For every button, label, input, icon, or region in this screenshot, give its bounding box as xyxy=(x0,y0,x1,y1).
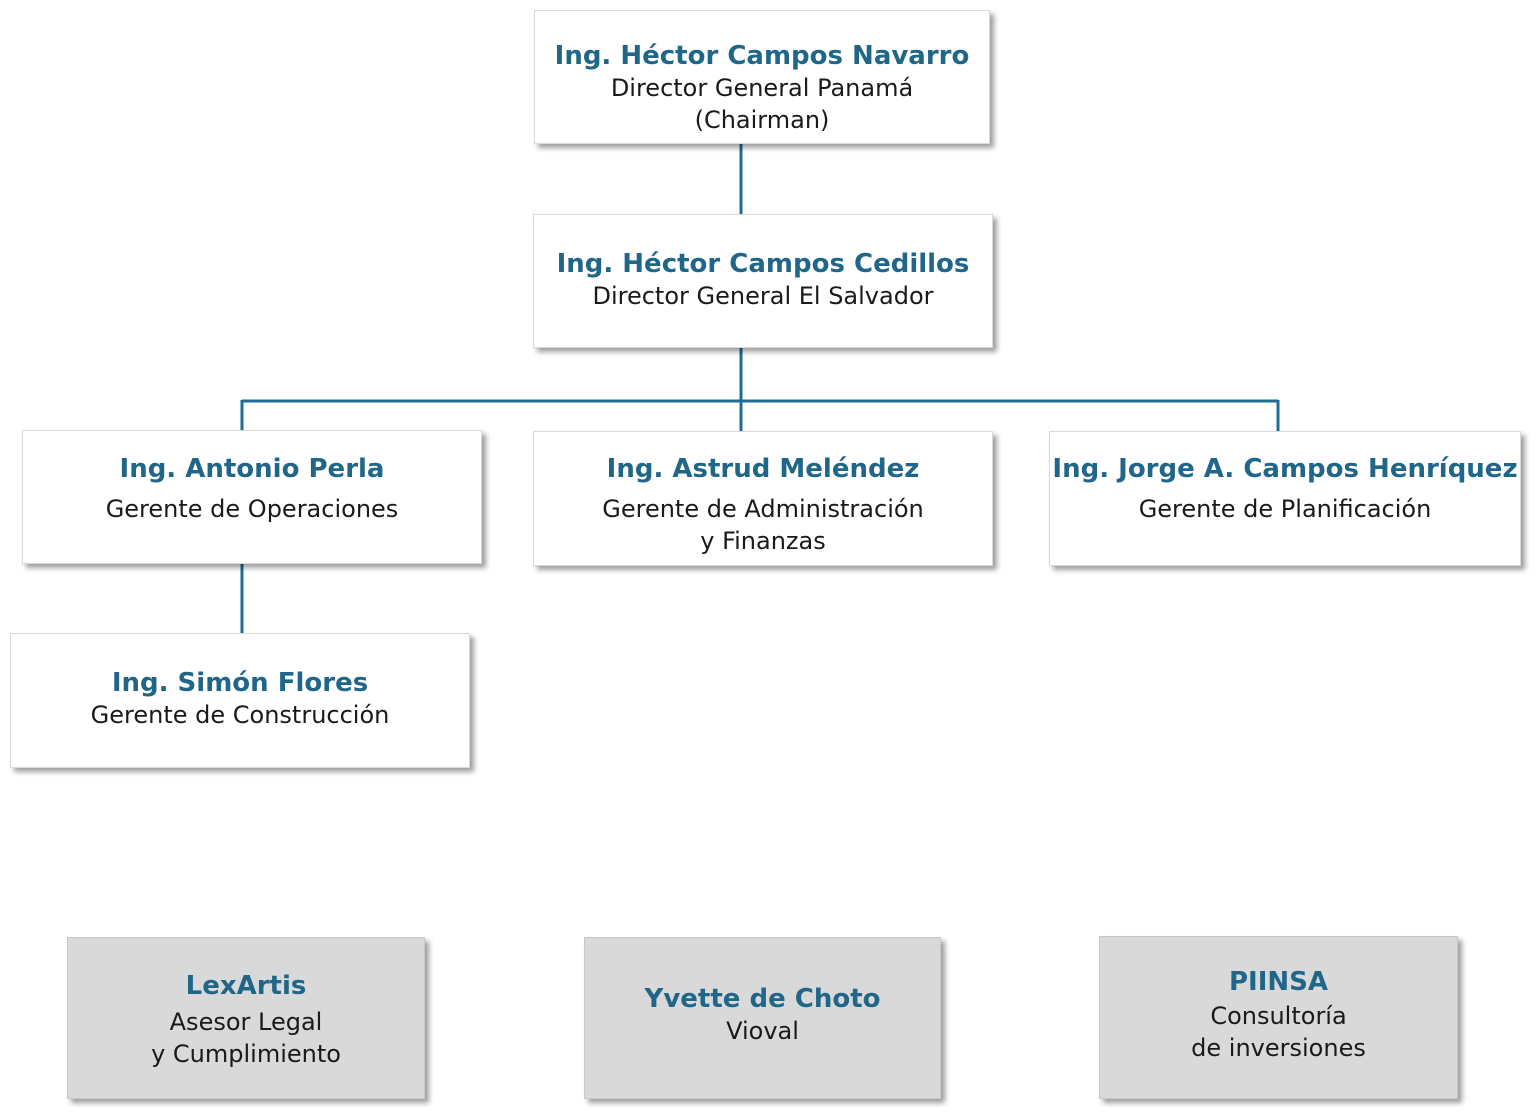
node-name: Ing. Héctor Campos Cedillos xyxy=(556,249,970,279)
advisor-node-legal: LexArtis Asesor Legal y Cumplimiento xyxy=(67,937,425,1099)
node-name: Yvette de Choto xyxy=(644,984,881,1014)
org-node-chairman: Ing. Héctor Campos Navarro Director Gene… xyxy=(534,10,990,144)
node-role: Gerente de Operaciones xyxy=(105,495,399,523)
node-name: PIINSA xyxy=(1228,967,1328,997)
node-role: Asesor Legal y Cumplimiento xyxy=(151,1008,341,1068)
advisor-node-investment-consulting: PIINSA Consultoría de inversiones xyxy=(1099,936,1458,1099)
node-name: LexArtis xyxy=(185,971,307,1001)
node-name: Ing. Simón Flores xyxy=(111,668,369,698)
node-role: Director General El Salvador xyxy=(592,282,934,310)
org-node-admin-finance-manager: Ing. Astrud Meléndez Gerente de Administ… xyxy=(533,431,993,566)
node-role: Gerente de Planificación xyxy=(1138,495,1432,523)
org-node-construction-manager: Ing. Simón Flores Gerente de Construcció… xyxy=(10,633,470,768)
org-node-planning-manager: Ing. Jorge A. Campos Henríquez Gerente d… xyxy=(1049,431,1521,566)
node-role: Gerente de Construcción xyxy=(90,701,390,729)
node-name: Ing. Antonio Perla xyxy=(119,454,385,484)
org-node-director: Ing. Héctor Campos Cedillos Director Gen… xyxy=(533,214,993,348)
node-role: Vioval xyxy=(726,1017,799,1045)
node-role: Gerente de Administración y Finanzas xyxy=(602,495,924,555)
advisor-node-vioval: Yvette de Choto Vioval xyxy=(584,937,941,1099)
node-role: Consultoría de inversiones xyxy=(1191,1002,1366,1062)
node-name: Ing. Jorge A. Campos Henríquez xyxy=(1052,454,1518,484)
node-role: Director General Panamá (Chairman) xyxy=(610,74,914,134)
org-node-operations-manager: Ing. Antonio Perla Gerente de Operacione… xyxy=(22,430,482,564)
node-name: Ing. Héctor Campos Navarro xyxy=(554,41,970,71)
node-name: Ing. Astrud Meléndez xyxy=(606,454,920,484)
